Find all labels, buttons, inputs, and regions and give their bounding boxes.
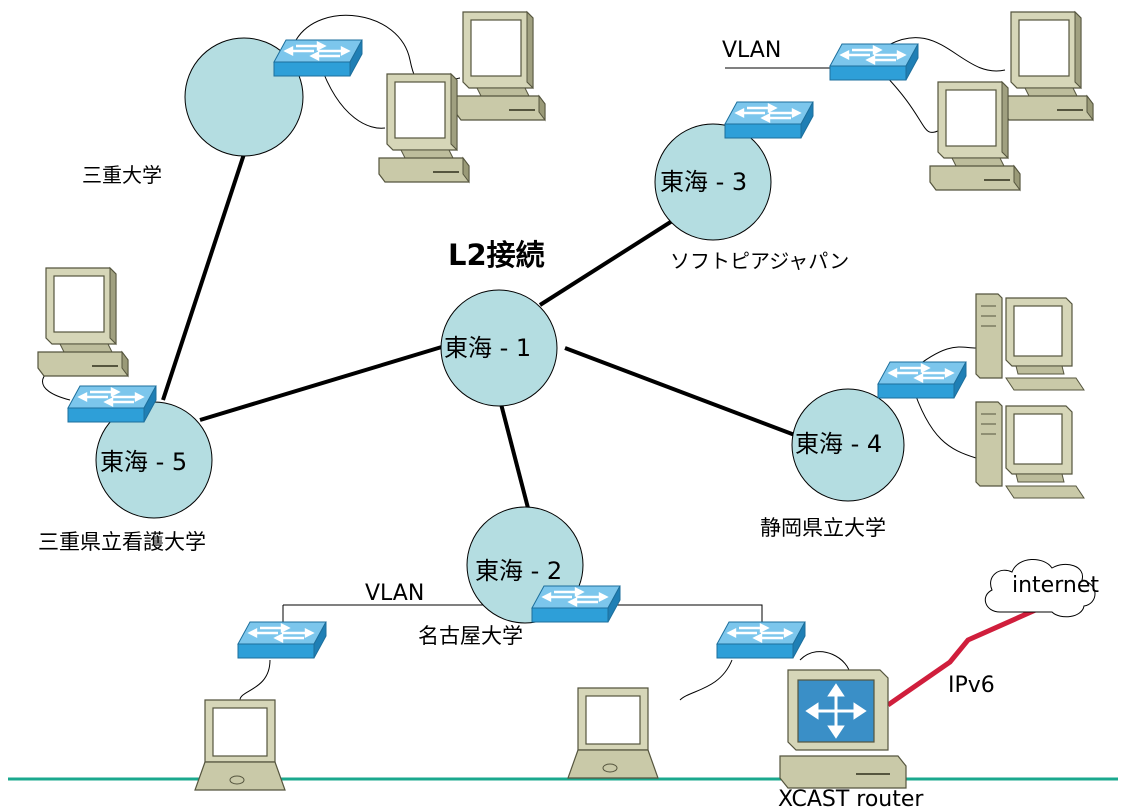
desktop-computer-icon — [975, 293, 1085, 391]
switch-icon — [715, 620, 807, 660]
ipv6-link — [886, 605, 1042, 708]
desktop-computer-icon — [37, 267, 129, 377]
vlan-label-top: VLAN — [722, 38, 781, 63]
desktop-computer-icon — [378, 73, 470, 183]
laptop-icon — [567, 687, 659, 779]
site-label-mie-nursing: 三重県立看護大学 — [38, 530, 206, 554]
desktop-computer-icon — [975, 401, 1085, 499]
node-label-5: 東海 - 5 — [100, 448, 187, 476]
router-icon — [779, 669, 907, 789]
laptop-icon — [194, 699, 286, 791]
desktop-computer-icon — [454, 11, 546, 121]
cloud-icon — [984, 559, 1096, 618]
site-label-nagoya: 名古屋大学 — [418, 624, 523, 648]
switch-icon — [530, 584, 622, 624]
switch-icon — [828, 42, 920, 82]
node-label-2: 東海 - 2 — [475, 557, 562, 585]
node-label-4: 東海 - 4 — [795, 430, 882, 458]
site-label-mie-univ: 三重大学 — [82, 163, 162, 187]
switch-icon — [272, 38, 364, 78]
desktop-computer-icon — [929, 81, 1021, 191]
site-label-shizuoka: 静岡県立大学 — [760, 516, 886, 540]
site-label-softopia: ソフトピアジャパン — [670, 249, 849, 273]
diagram-title: L2接続 — [448, 238, 545, 272]
switch-icon — [236, 620, 328, 660]
desktop-computer-icon — [1002, 11, 1094, 121]
switch-icon — [723, 100, 815, 140]
node-label-3: 東海 - 3 — [660, 168, 747, 196]
switch-icon — [876, 360, 968, 400]
vlan-label-bottom: VLAN — [365, 581, 424, 606]
node-label-1: 東海 - 1 — [444, 334, 531, 362]
cloud-label: internet — [1012, 573, 1099, 598]
ipv6-label: IPv6 — [948, 673, 995, 698]
node-circles — [95, 37, 905, 624]
router-label: XCAST router — [778, 787, 924, 810]
switch-icon — [66, 384, 158, 424]
backbone-links — [161, 147, 801, 509]
